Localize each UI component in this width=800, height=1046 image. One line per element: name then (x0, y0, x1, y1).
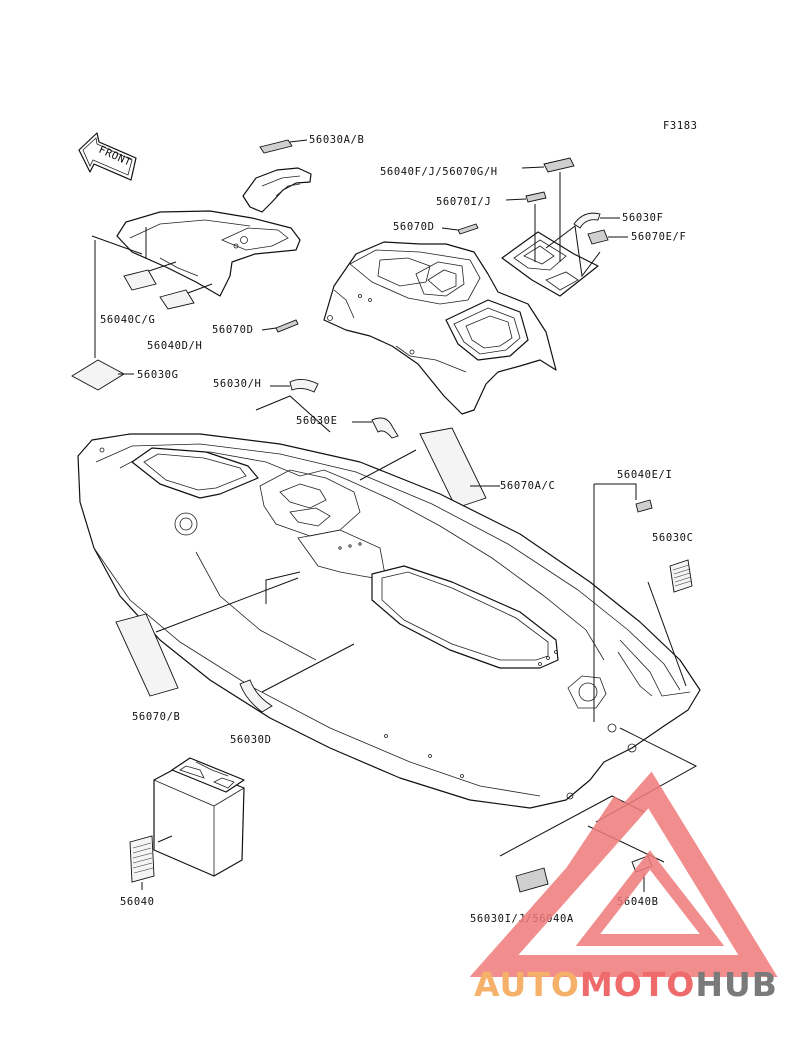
label-56040CG: 56040C/G (100, 314, 155, 326)
decal-56070B (115, 613, 179, 697)
label-56030AB: 56030A/B (309, 134, 364, 146)
leader-line (289, 139, 308, 143)
hull-part (77, 433, 701, 809)
decal-56040CG (123, 269, 157, 291)
seat-plate-part (501, 231, 599, 297)
label-56070EF: 56070E/F (631, 231, 686, 243)
decal-56030IJ (515, 867, 549, 893)
label-56040FJ: 56040F/J/56070G/H (380, 166, 498, 178)
label-56030H: 56030/H (213, 378, 261, 390)
decal-56040FJ (543, 157, 575, 173)
upper-deck-part (323, 241, 557, 415)
label-56070D-left: 56070D (212, 324, 254, 336)
label-56070AC: 56070A/C (500, 480, 555, 492)
decal-56030H (289, 379, 319, 393)
watermark-auto: AUTO (474, 965, 580, 1004)
handle-cover-part (242, 167, 312, 213)
hood-cover-part (116, 210, 301, 297)
decal-56030E (371, 417, 399, 439)
label-56030E: 56030E (296, 415, 338, 427)
decal-56040DH (159, 289, 195, 310)
label-56070B: 56070/B (132, 711, 180, 723)
decal-56040EI (635, 499, 653, 513)
front-arrow-icon: FRONT (78, 132, 137, 181)
watermark-hub: HUB (695, 965, 778, 1004)
decal-56070D-top (457, 223, 479, 235)
label-56040DH: 56040D/H (147, 340, 202, 352)
decal-56030F (573, 212, 601, 229)
decal-56070EF (587, 229, 609, 245)
automotohub-watermark (469, 771, 778, 977)
label-56040: 56040 (120, 896, 155, 908)
decal-56030AB (259, 139, 293, 154)
decal-56070AC (419, 427, 487, 509)
watermark-text: AUTOMOTOHUB (474, 965, 778, 1004)
label-56070IJ: 56070I/J (436, 196, 491, 208)
decal-56030C (669, 559, 693, 593)
decal-56030G (71, 359, 125, 391)
figure-code: F3183 (663, 120, 698, 132)
battery-part (153, 757, 245, 877)
decal-56070IJ (525, 191, 547, 203)
label-56070D-top: 56070D (393, 221, 435, 233)
decal-56070D-left (275, 319, 299, 333)
decal-56040 (129, 835, 155, 883)
label-56030C: 56030C (652, 532, 694, 544)
label-56040EI: 56040E/I (617, 469, 672, 481)
label-56030F: 56030F (622, 212, 664, 224)
watermark-moto: MOTO (580, 965, 695, 1004)
decal-56030D (239, 679, 273, 713)
label-56030D: 56030D (230, 734, 272, 746)
label-56030G: 56030G (137, 369, 179, 381)
